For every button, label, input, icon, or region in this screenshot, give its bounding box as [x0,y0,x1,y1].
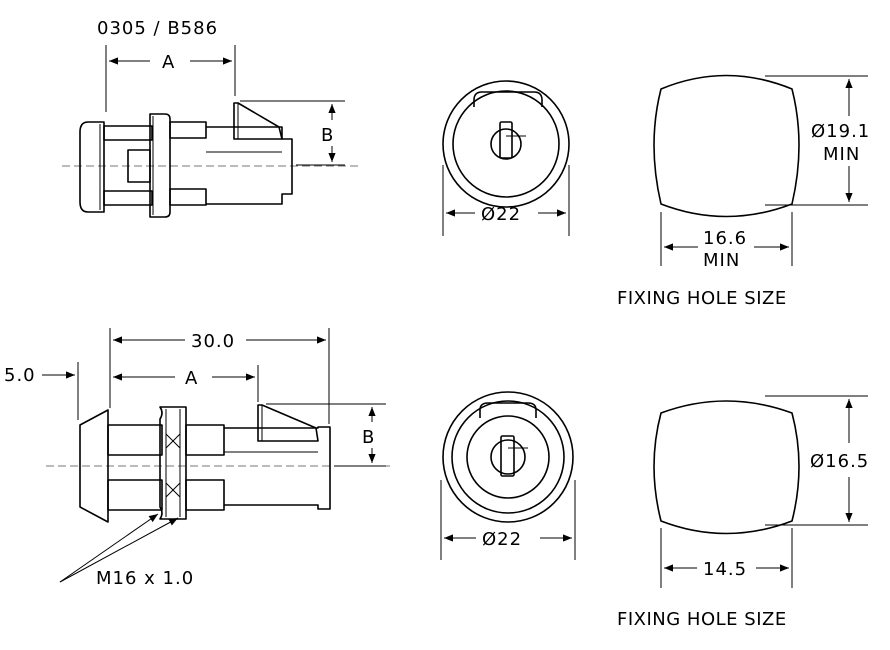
bottom-face-diameter-label: Ø22 [482,529,522,550]
part-number-label: 0305 / B586 [97,18,218,39]
flange-dimension-label: 5.0 [4,365,36,386]
bottom-fixing-hole-caption: FIXING HOLE SIZE [617,609,787,630]
top-dim-a-label: A [162,52,175,73]
top-dimension-lines [105,45,345,166]
bottom-dim-b-label: B [362,427,375,448]
bottom-dimension-lines [42,328,386,583]
top-fixing-hole-dimensions [660,75,868,266]
bottom-hole-height-label: Ø16.5 [810,451,869,472]
top-hole-width-value: 16.6 [703,228,747,249]
top-fixing-hole-shape [653,74,800,218]
top-face-diameter-label: Ø22 [481,204,521,225]
top-lock-side-view [62,102,358,218]
bottom-lock-front-view [442,391,574,523]
thread-label: M16 x 1.0 [96,568,194,589]
bottom-hole-width-label: 14.5 [703,559,747,580]
top-hole-height-note: MIN [823,144,860,165]
top-face-diameter-dimension [442,165,570,236]
bottom-fixing-hole-dimensions [660,395,868,588]
bottom-lock-side-view [46,404,392,523]
bottom-dim-a-label: A [185,368,198,389]
bottom-face-diameter-dimension [440,480,576,560]
top-fixing-hole-caption: FIXING HOLE SIZE [617,288,787,309]
overall-length-label: 30.0 [191,331,235,352]
top-hole-height-value: Ø19.1 [811,121,870,142]
bottom-fixing-hole-shape [653,400,800,535]
top-dim-b-label: B [321,125,334,146]
top-lock-front-view [442,80,570,208]
top-hole-width-note: MIN [703,250,740,271]
